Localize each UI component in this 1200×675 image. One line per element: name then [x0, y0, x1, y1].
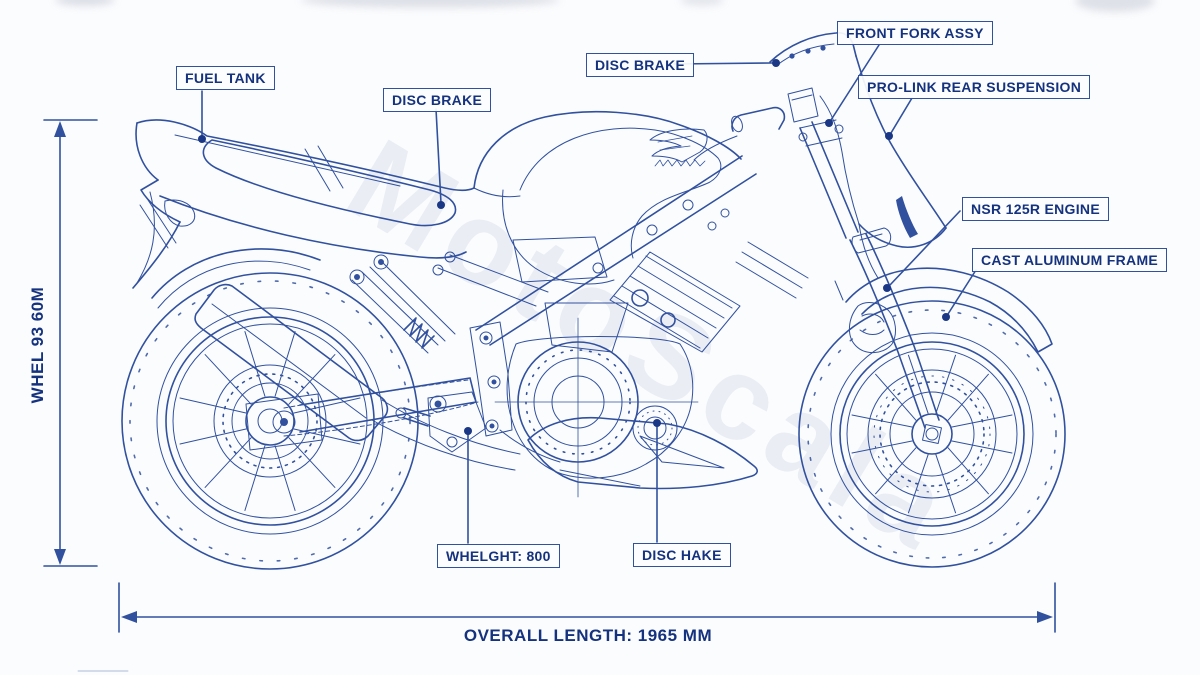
honda-wing-logo — [649, 128, 708, 167]
seat-strap — [304, 145, 344, 192]
chain — [283, 379, 479, 437]
label-cast-frame: CAST ALUMINUM FRAME — [972, 248, 1168, 272]
brake-lever — [693, 135, 738, 161]
fuel-tank-shape — [473, 110, 742, 353]
front-fairing — [769, 32, 947, 279]
label-nsr-engine: NSR 125R ENGINE — [962, 197, 1109, 221]
exhaust-muffler — [194, 283, 521, 471]
label-weight: WHELGHT: 800 — [437, 544, 560, 568]
rear-shock-coil — [403, 317, 435, 349]
rear-fender — [151, 248, 321, 309]
footpeg-bracket — [395, 391, 487, 453]
height-dimension-label: WHEL 93 60M — [28, 286, 47, 404]
tail-light — [164, 199, 196, 227]
label-fuel-tank: FUEL TANK — [176, 66, 275, 90]
front-brake-caliper — [849, 302, 896, 353]
fairing-vent — [896, 196, 918, 238]
leader-lines — [198, 44, 977, 544]
front-brake-disc — [867, 369, 997, 499]
instrument-pod — [787, 87, 819, 123]
seat-pad — [202, 139, 457, 227]
belly-pan — [527, 416, 758, 490]
front-turn-signal — [851, 227, 892, 254]
rear-wheel — [121, 272, 419, 570]
front-fender — [834, 267, 1053, 353]
label-disc-brake-mid: DISC BRAKE — [383, 88, 492, 112]
cylinder-fins — [609, 251, 741, 353]
label-disc-brake-top: DISC BRAKE — [586, 53, 695, 77]
engine — [494, 208, 809, 498]
label-pro-link: PRO-LINK REAR SUSPENSION — [858, 75, 1091, 99]
overall-length-label: OVERALL LENGTH: 1965 MM — [463, 626, 713, 645]
label-disc-hake: DISC HAKE — [633, 543, 731, 567]
label-front-fork-assy: FRONT FORK ASSY — [837, 21, 993, 45]
front-wheel — [798, 300, 1066, 568]
honda-logo-text — [654, 159, 706, 167]
length-dimension — [77, 582, 1056, 672]
height-dimension — [43, 119, 98, 567]
frame-beam — [349, 155, 757, 463]
